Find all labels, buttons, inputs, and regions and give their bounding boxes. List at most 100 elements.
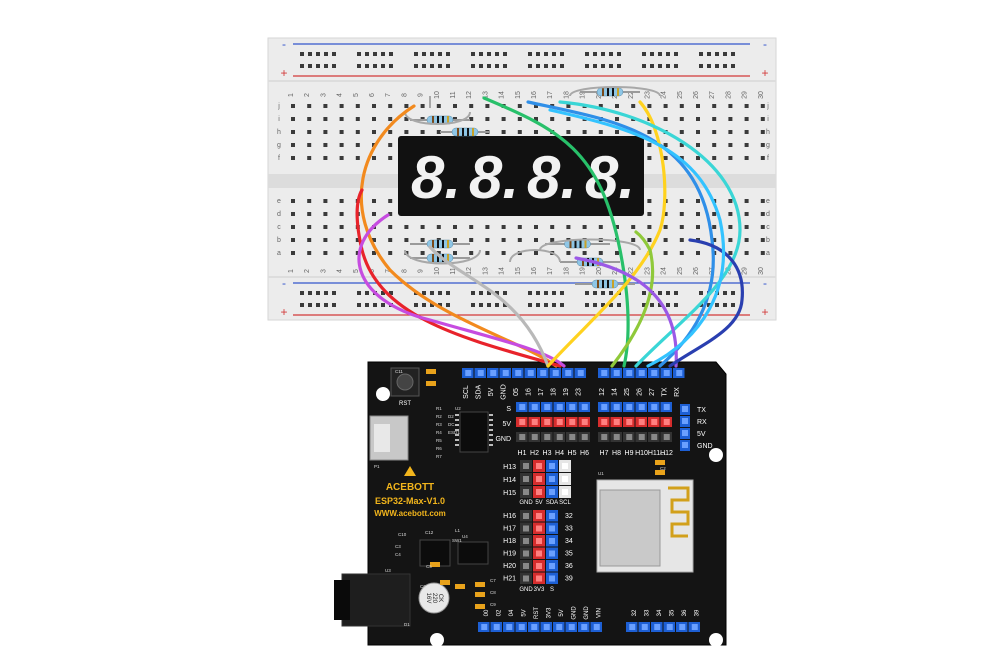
terminal-hole xyxy=(291,238,295,242)
terminal-hole xyxy=(679,143,684,147)
terminal-hole xyxy=(760,199,765,203)
column-number: 3 xyxy=(320,269,327,273)
column-number: 28 xyxy=(725,267,732,275)
rail-hole xyxy=(658,303,662,307)
capacitor-label: 220 xyxy=(431,593,437,604)
terminal-hole xyxy=(598,104,603,108)
terminal-hole xyxy=(355,104,360,108)
resistor-band xyxy=(579,240,582,248)
resistor-band xyxy=(437,240,439,248)
terminal-hole xyxy=(355,130,360,134)
resistor-band xyxy=(569,240,572,248)
header-pin xyxy=(638,419,645,425)
rail-hole xyxy=(593,64,597,68)
resistor-band xyxy=(432,240,434,248)
column-number: 30 xyxy=(758,91,765,99)
terminal-hole xyxy=(469,117,474,121)
terminal-hole xyxy=(696,117,700,121)
rail-hole xyxy=(365,52,369,56)
header-pin xyxy=(549,489,555,495)
header-pin xyxy=(556,404,563,410)
rail-hole xyxy=(308,303,312,307)
io-row-label: H16 xyxy=(503,513,516,520)
row-letter: i xyxy=(278,116,280,123)
terminal-hole xyxy=(372,130,376,134)
jumper-wire xyxy=(355,188,562,368)
header-pin xyxy=(638,370,645,376)
header-pin xyxy=(549,525,555,532)
header-pin xyxy=(523,525,529,532)
terminal-hole xyxy=(388,117,393,121)
i2c-row-label: H15 xyxy=(503,490,516,497)
dc-jack xyxy=(341,573,411,627)
resistor-band xyxy=(437,254,439,262)
terminal-hole xyxy=(517,117,522,121)
part-designator: R2 xyxy=(436,414,442,419)
terminal-hole xyxy=(517,104,522,108)
terminal-hole xyxy=(696,130,700,134)
part-designator: L1 xyxy=(455,528,461,533)
rail-plus-label: + xyxy=(761,305,768,319)
row-letter: g xyxy=(766,142,770,149)
jumper-wire xyxy=(558,100,742,368)
rail-hole xyxy=(666,291,670,295)
pin-label: RX xyxy=(674,387,681,397)
terminal-hole xyxy=(517,225,522,229)
uart-label: RX xyxy=(697,419,707,426)
rail-hole xyxy=(430,64,434,68)
resistor-band xyxy=(612,88,614,96)
rail-plus-label: + xyxy=(761,66,768,80)
pin-label: 5V xyxy=(522,609,528,616)
header-label: H5 xyxy=(568,450,577,457)
terminal-hole xyxy=(291,130,295,134)
terminal-hole xyxy=(663,251,668,255)
column-number: 16 xyxy=(531,267,538,275)
io-pin-label: 32 xyxy=(565,513,573,520)
terminal-hole xyxy=(744,156,749,160)
terminal-hole xyxy=(696,225,700,229)
rail-hole xyxy=(414,64,418,68)
rail-hole xyxy=(381,291,385,295)
io-row-label: H19 xyxy=(503,551,516,558)
terminal-hole xyxy=(436,225,441,229)
terminal-hole xyxy=(647,156,652,160)
terminal-hole xyxy=(728,104,733,108)
uart-label: GND xyxy=(697,443,713,450)
mounting-hole xyxy=(376,387,390,401)
column-number: 17 xyxy=(547,267,554,275)
terminal-hole xyxy=(679,156,684,160)
rail-hole xyxy=(357,291,361,295)
header-label: H12 xyxy=(660,450,673,457)
terminal-hole xyxy=(388,143,393,147)
terminal-hole xyxy=(420,104,425,108)
io-pin-label: 33 xyxy=(565,526,573,533)
terminal-hole xyxy=(712,117,717,121)
terminal-hole xyxy=(712,212,717,216)
header-pin xyxy=(536,476,542,482)
column-number: 24 xyxy=(661,91,668,99)
column-number: 9 xyxy=(418,269,425,273)
part-designator: R7 xyxy=(436,454,442,459)
rail-hole xyxy=(642,291,646,295)
header-pin xyxy=(536,513,542,519)
terminal-hole xyxy=(534,251,538,255)
terminal-hole xyxy=(501,251,506,255)
chip-pin xyxy=(489,429,493,431)
terminal-hole xyxy=(469,251,474,255)
part-designator: C2 xyxy=(660,466,666,471)
header-pin xyxy=(523,538,529,544)
terminal-hole xyxy=(404,117,409,121)
pin-label: 18 xyxy=(551,388,558,396)
header-label: H10 xyxy=(635,450,648,457)
resistor-band xyxy=(447,240,449,248)
header-pin xyxy=(523,550,529,557)
header-pin xyxy=(601,370,608,376)
terminal-hole xyxy=(404,130,409,134)
terminal-hole xyxy=(420,225,425,229)
header-pin xyxy=(531,624,538,630)
rail-hole xyxy=(544,303,548,307)
gray-jumper xyxy=(404,111,471,125)
io-pin-label: 35 xyxy=(565,551,573,558)
rail-minus-label: - xyxy=(763,276,767,290)
rail-hole xyxy=(365,291,369,295)
